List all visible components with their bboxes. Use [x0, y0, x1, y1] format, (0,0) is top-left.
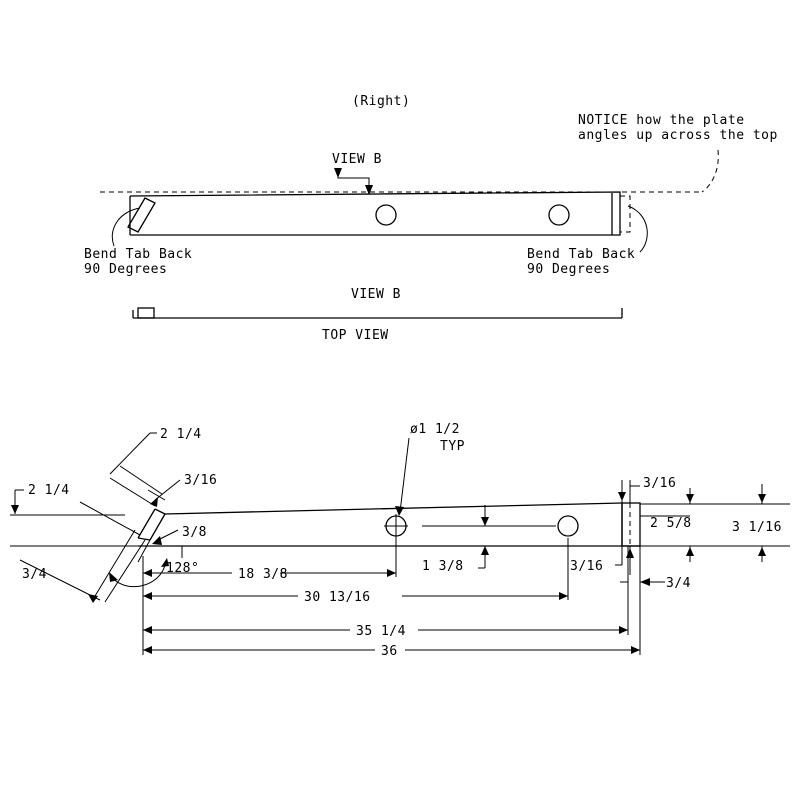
dim-label-typ: TYP [440, 439, 465, 454]
ext-2-1-4-b [119, 465, 163, 495]
angle-arrow-b [161, 558, 169, 567]
hole-leader-arrow [395, 506, 404, 516]
leader-2-1-4-upper [109, 432, 151, 475]
label-bend-right-1: Bend Tab Back [527, 247, 635, 262]
hole-leader [399, 437, 410, 513]
dim-3-16-tr-arrow [618, 492, 626, 501]
dim-30-13-16-arrow-l [143, 592, 152, 600]
top-view [132, 307, 623, 319]
dim-label-3-4-right: 3/4 [666, 576, 691, 591]
dim-3-1-16-arrow-b [758, 547, 766, 556]
dim-label-3-16-bottom-right: 3/16 [570, 559, 603, 574]
dim-3-1-16-arrow-a [758, 494, 766, 503]
dim-35-1-4-arrow-l [143, 626, 152, 634]
left-tab-extension [137, 539, 151, 563]
left-tab-edge-c [137, 537, 151, 541]
dim-label-2-5-8: 2 5/8 [650, 516, 692, 531]
dim-36-arrow-l [143, 646, 152, 654]
label-notice-1: NOTICE how the plate [578, 113, 745, 128]
dim-label-3-16-left: 3/16 [184, 473, 217, 488]
label-top-view-title: TOP VIEW [322, 328, 389, 343]
dim-3-16-br-arrow [626, 548, 634, 558]
bend-left-leader [111, 207, 141, 247]
dim-label-18-3-8: 18 3/8 [238, 567, 288, 582]
leader-3-8 [157, 529, 179, 541]
notice-leader [701, 149, 719, 193]
dim-2-5-8-arrow-a [686, 494, 694, 503]
leader-3-16-left [154, 479, 181, 501]
dim-label-3-8: 3/8 [182, 525, 207, 540]
dim-1-3-8-arrow-b [481, 546, 489, 555]
ext-2-1-4-a [109, 477, 156, 507]
hole-dim-right [557, 515, 579, 537]
dim-36-arrow-r [631, 646, 640, 654]
dim-3-4-right-arrow [640, 578, 650, 586]
label-view-b-marker: VIEW B [332, 152, 382, 167]
dim-18-3-8-arrow-l [143, 569, 152, 577]
leader-3-4-left [19, 559, 101, 601]
dim-1-3-8-arrow-a [481, 517, 489, 526]
label-notice-2: angles up across the top [578, 128, 778, 143]
label-bend-left-2: 90 Degrees [84, 262, 167, 277]
dim-30-13-16-arrow-r [559, 592, 568, 600]
left-tab-edge-a [149, 513, 166, 541]
arrow-3-16-left [150, 497, 158, 507]
angle-arc [111, 564, 166, 588]
plate-outline [129, 191, 621, 236]
dim-35-1-4-arrow-r [619, 626, 628, 634]
dimensioned-view [10, 432, 790, 655]
labels: (Right) NOTICE how the plate angles up a… [84, 94, 778, 343]
top-view-tab [137, 307, 155, 319]
dim-label-35-1-4: 35 1/4 [356, 624, 406, 639]
side-view [100, 149, 719, 253]
dim-2-5-8-arrow-b [686, 547, 694, 556]
right-tab [621, 502, 641, 547]
hole-left [375, 204, 397, 226]
bend-tab-left [127, 197, 156, 233]
bend-tab-right [619, 195, 631, 233]
dim-label-1-3-8: 1 3/8 [422, 559, 464, 574]
left-tab-edge-d [154, 508, 166, 515]
view-b-arrow [365, 185, 373, 195]
label-right: (Right) [352, 94, 410, 109]
dim-label-2-1-4-left: 2 1/4 [28, 483, 70, 498]
dim-label-angle: 128° [166, 561, 199, 576]
label-bend-left-1: Bend Tab Back [84, 247, 192, 262]
dim-3-4-left-line-b [104, 539, 146, 603]
dimension-labels: 2 1/4 2 1/4 3/16 3/8 3/4 128° ø1 1/2 TYP… [22, 422, 782, 659]
view-b-leader [337, 170, 370, 190]
plate-top-edge [164, 502, 623, 515]
dim-2-1-4-left-arrow [11, 505, 19, 514]
hole-right [548, 204, 570, 226]
bend-right-leader [627, 205, 648, 253]
dim-label-30-13-16: 30 13/16 [304, 590, 371, 605]
dim-label-2-1-4-upper: 2 1/4 [160, 427, 202, 442]
angle-arrow-a [109, 572, 118, 582]
ext-2-1-4-left [79, 501, 141, 536]
label-bend-right-2: 90 Degrees [527, 262, 610, 277]
arrow-3-8 [152, 536, 162, 545]
view-b-arrow-top [334, 168, 342, 178]
dim-label-3-16-top-right: 3/16 [643, 476, 676, 491]
ext-tick [147, 489, 166, 501]
dim-label-hole: ø1 1/2 [410, 422, 460, 437]
left-tab-edge-b [137, 508, 156, 539]
dim-3-4-left-line-a [94, 529, 136, 597]
dim-label-3-1-16: 3 1/16 [732, 520, 782, 535]
dim-18-3-8-arrow-r [387, 569, 396, 577]
dim-label-36: 36 [381, 644, 398, 659]
label-view-b-title: VIEW B [351, 287, 401, 302]
dim-label-3-4-left: 3/4 [22, 567, 47, 582]
arrow-3-4-left [88, 594, 98, 603]
